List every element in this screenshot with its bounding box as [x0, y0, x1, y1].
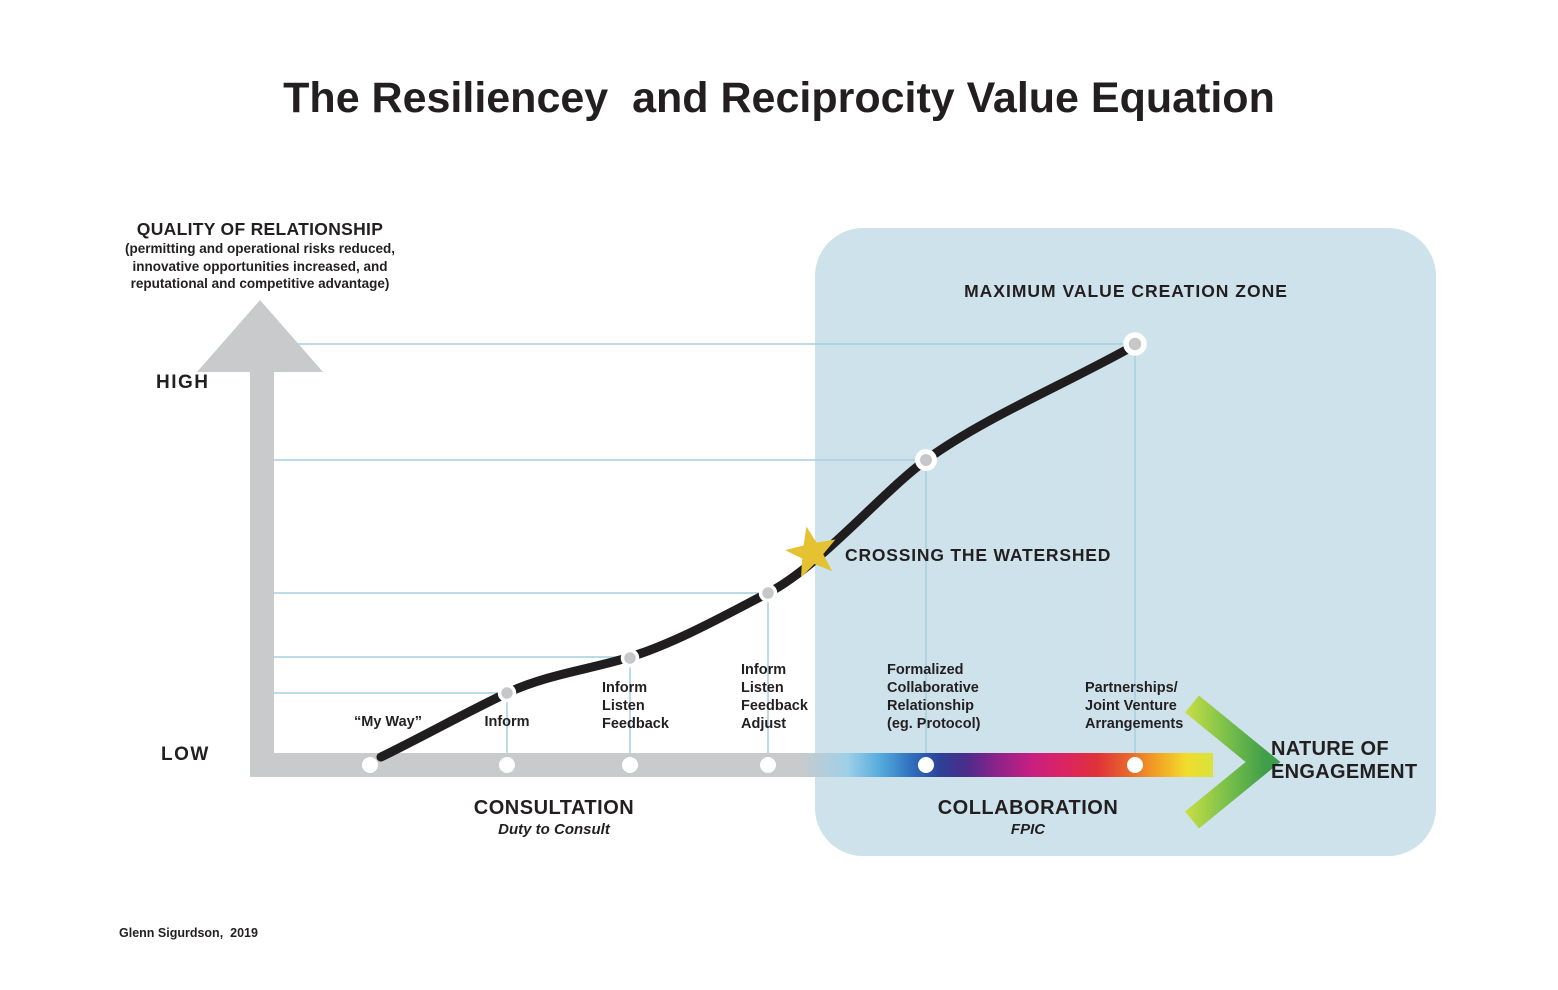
y-axis-subtitle-line: (permitting and operational risks reduce…: [124, 241, 396, 256]
watershed-label: CROSSING THE WATERSHED: [845, 545, 1112, 565]
stage-label-line: Inform: [741, 662, 787, 678]
page-title: The Resiliencey and Reciprocity Value Eq…: [283, 74, 1275, 122]
consultation-subtitle: Duty to Consult: [498, 821, 610, 838]
stage-label-line: “My Way”: [354, 714, 422, 730]
axis-tick-dots: [362, 757, 1143, 773]
collaboration-title: COLLABORATION: [937, 797, 1119, 819]
collaboration-subtitle: FPIC: [1010, 821, 1046, 838]
y-axis-title: QUALITY OF RELATIONSHIP: [136, 219, 384, 239]
stage-label-partnerships: Partnerships/ Joint Venture Arrangements: [1085, 679, 1183, 733]
consultation-phase-label: CONSULTATION Duty to Consult: [404, 797, 704, 838]
stage-label-line: Listen: [741, 680, 784, 696]
stage-label-line: Feedback: [602, 716, 669, 732]
y-axis-label-block: QUALITY OF RELATIONSHIP (permitting and …: [95, 219, 425, 293]
stage-label-line: Feedback: [741, 698, 808, 714]
stage-label-line: Partnerships/: [1085, 680, 1178, 696]
stage-label-line: Inform: [484, 714, 530, 730]
right-arrow-icon: [1185, 695, 1281, 829]
y-axis-subtitle-line: reputational and competitive advantage): [130, 276, 390, 291]
high-label: HIGH: [156, 372, 210, 393]
star-icon: [785, 526, 836, 578]
credit-line: Glenn Sigurdson, 2019: [119, 926, 258, 940]
stage-label-line: Collaborative: [887, 680, 979, 696]
stage-label-inform-listen-feedback-adjust: Inform Listen Feedback Adjust: [741, 661, 808, 733]
stage-label-inform: Inform: [457, 713, 557, 731]
stage-label-line: Inform: [602, 680, 648, 696]
stage-label-line: Formalized: [887, 662, 964, 678]
stage-label-line: Arrangements: [1085, 716, 1184, 732]
max-value-zone-title: MAXIMUM VALUE CREATION ZONE: [964, 281, 1288, 301]
x-axis-gradient-bar: [250, 753, 1213, 777]
stage-label-line: Relationship: [887, 698, 975, 714]
stage-label-line: Listen: [602, 698, 645, 714]
stage-label-formalized-relationship: Formalized Collaborative Relationship (e…: [887, 661, 980, 733]
x-axis-title-line: NATURE OF: [1271, 738, 1389, 760]
stage-label-line: (eg. Protocol): [887, 716, 981, 732]
collaboration-phase-label: COLLABORATION FPIC: [878, 797, 1178, 838]
stage-label-my-way: “My Way”: [328, 713, 448, 731]
x-axis-title-line: ENGAGEMENT: [1271, 761, 1418, 783]
stage-label-inform-listen-feedback: Inform Listen Feedback: [602, 679, 669, 733]
stage-label-line: Joint Venture: [1085, 698, 1177, 714]
low-label: LOW: [161, 744, 210, 765]
curve-points: [497, 332, 1147, 703]
stage-label-line: Adjust: [741, 716, 787, 732]
consultation-title: CONSULTATION: [473, 797, 635, 819]
x-axis-title: NATURE OF ENGAGEMENT: [1271, 738, 1417, 784]
y-axis-subtitle-line: innovative opportunities increased, and: [132, 258, 388, 274]
max-value-zone: [815, 228, 1436, 856]
y-axis-up-arrow-icon: [197, 300, 323, 777]
gridlines: [274, 343, 1136, 753]
